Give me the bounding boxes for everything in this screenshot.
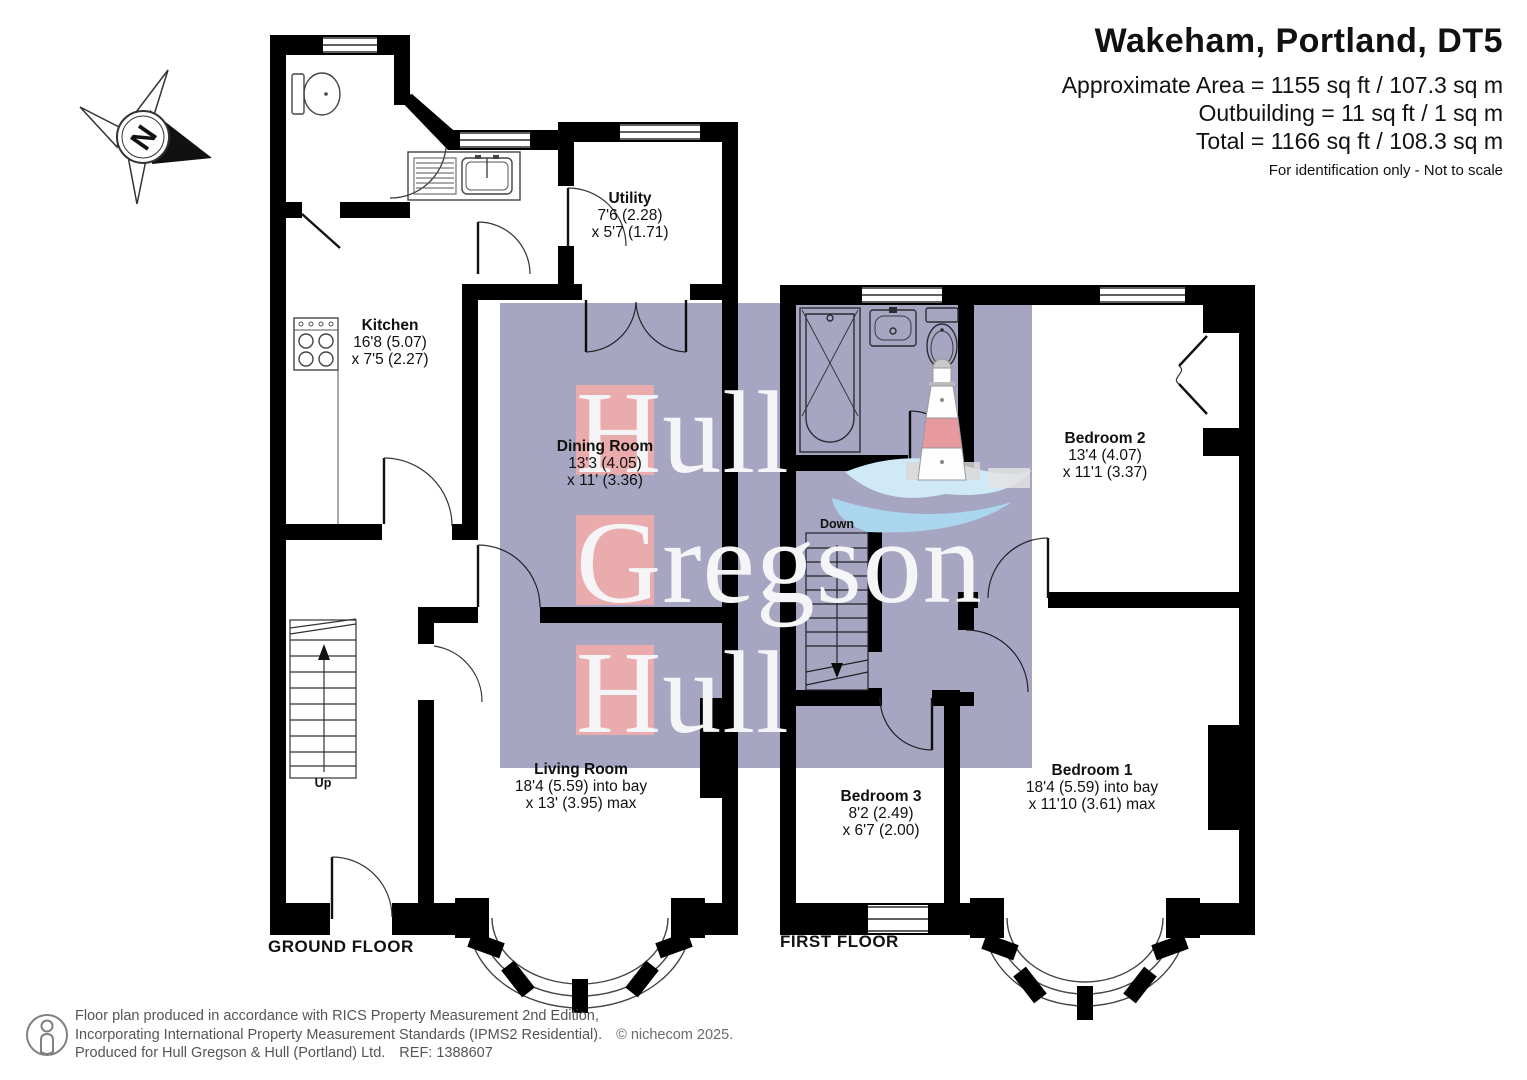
kitchen-dining-door	[476, 221, 531, 275]
stove-icon	[293, 317, 339, 371]
room-label-utility: Utility 7'6 (2.28) x 5'7 (1.71)	[591, 190, 669, 241]
page-title: Wakeham, Portland, DT5	[1094, 22, 1503, 60]
watermark-line3: Hull	[576, 627, 790, 758]
lighthouse-logo	[832, 358, 1032, 533]
wardrobe-bifold-doors	[1175, 335, 1208, 415]
stairs-down-label: Down	[819, 517, 855, 531]
wc-window	[323, 37, 377, 53]
footer-line1: Floor plan produced in accordance with R…	[75, 1008, 599, 1024]
copyright: © nichecom 2025.	[616, 1026, 734, 1043]
outbuilding-area: Outbuilding = 11 sq ft / 1 sq m	[1198, 100, 1504, 126]
scale-disclaimer: For identification only - Not to scale	[1268, 162, 1503, 179]
bedroom2-window	[1100, 287, 1185, 303]
footer-line3: Produced for Hull Gregson & Hull (Portla…	[75, 1045, 493, 1061]
room-label-bedroom3: Bedroom 3 8'2 (2.49) x 6'7 (2.00)	[840, 788, 922, 839]
compass-icon: N	[79, 69, 212, 205]
room-label-dining: Dining Room 13'3 (4.05) x 11' (3.36)	[556, 438, 654, 489]
bedroom3-window	[868, 905, 928, 933]
living-door	[433, 645, 483, 703]
stairs-up	[289, 618, 357, 779]
approximate-area: Approximate Area = 1155 sq ft / 107.3 sq…	[1061, 72, 1503, 98]
room-label-living: Living Room 18'4 (5.59) into bay x 13' (…	[514, 761, 648, 812]
footer: Floor plan produced in accordance with R…	[75, 1007, 733, 1063]
footer-line2: Incorporating International Property Mea…	[75, 1026, 734, 1043]
room-label-bedroom2: Bedroom 2 13'4 (4.07) x 11'1 (3.37)	[1062, 430, 1148, 481]
utility-door	[566, 187, 627, 247]
bay-window-ground	[455, 898, 705, 1013]
total-area: Total = 1166 sq ft / 108.3 sq m	[1195, 128, 1503, 154]
room-label-kitchen: Kitchen 16'8 (5.07) x 7'5 (2.27)	[351, 317, 429, 368]
kitchen-door	[382, 457, 453, 527]
front-door	[330, 856, 393, 919]
utility-window	[620, 124, 700, 140]
person-icon	[26, 1014, 68, 1056]
sink-icon	[407, 151, 521, 201]
watermark-line1: Hull	[576, 367, 790, 498]
chimney-breast-bedroom1	[1208, 725, 1239, 830]
bathroom-window	[862, 287, 942, 303]
front-door-opening	[330, 903, 392, 935]
toilet-icon-ground	[291, 72, 341, 116]
reference-number: REF: 1388607	[399, 1045, 493, 1061]
bay-window-first	[970, 898, 1200, 1020]
ground-floor-label: GROUND FLOOR	[268, 937, 414, 956]
room-label-bedroom1: Bedroom 1 18'4 (5.59) into bay x 11'10 (…	[1025, 762, 1159, 813]
watermark: Hull Gregson Hull	[500, 303, 1032, 768]
kitchen-window	[460, 132, 530, 148]
first-floor-label: FIRST FLOOR	[780, 932, 899, 951]
stairs-up-label: Up	[314, 776, 332, 790]
header: Wakeham, Portland, DT5 Approximate Area …	[1062, 22, 1503, 179]
